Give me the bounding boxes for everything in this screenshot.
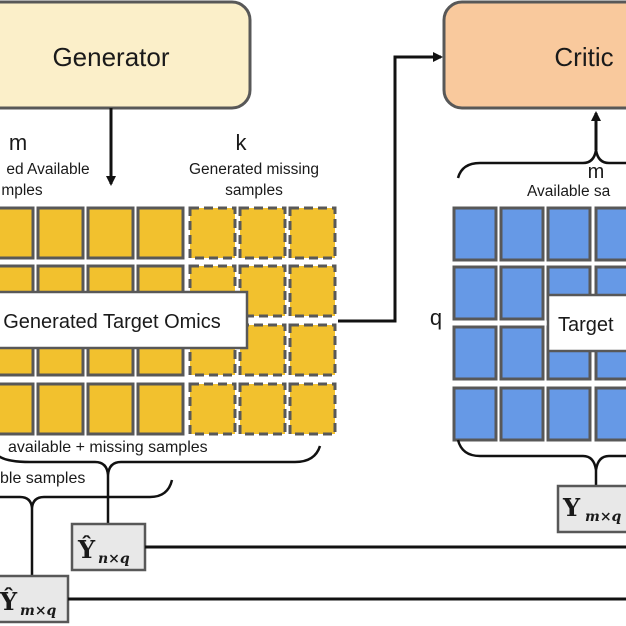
generator-label: Generator bbox=[52, 42, 169, 72]
available-sample-cell bbox=[136, 382, 185, 436]
target-sample-cell bbox=[452, 386, 498, 442]
available-sample-cell bbox=[136, 206, 185, 260]
target-sample-cell bbox=[499, 325, 545, 381]
brace-target-bottom bbox=[456, 439, 626, 471]
target-sample-cell bbox=[452, 325, 498, 381]
target-matrix bbox=[452, 206, 626, 442]
y-hat-mq-base: Ŷ bbox=[0, 587, 18, 616]
target-caption: Available sa bbox=[527, 183, 611, 200]
target-sample-cell bbox=[594, 386, 626, 442]
available-sample-cell bbox=[86, 382, 135, 436]
available-sample-cell bbox=[36, 382, 85, 436]
y-mq-base: Y bbox=[562, 493, 581, 522]
target-sample-cell bbox=[546, 206, 592, 262]
brace-available-label: ble samples bbox=[0, 470, 85, 487]
missing-sample-cell bbox=[188, 206, 237, 260]
missing-caption-1: Generated missing bbox=[189, 161, 319, 178]
missing-sample-cell bbox=[288, 206, 337, 260]
y-mq-box: Y m×q bbox=[556, 484, 626, 534]
y-hat-mq-box: Ŷ m×q bbox=[0, 574, 70, 624]
target-rows-label: q bbox=[430, 305, 442, 330]
y-hat-mq-sub: m×q bbox=[20, 603, 57, 619]
missing-sample-cell bbox=[238, 382, 287, 436]
available-sample-cell bbox=[0, 206, 35, 260]
generator-block: Generator bbox=[0, 0, 252, 110]
brace-all-label: available + missing samples bbox=[8, 439, 208, 456]
missing-sample-cell bbox=[288, 382, 337, 436]
available-caption-2: mples bbox=[1, 182, 43, 199]
critic-label: Critic bbox=[554, 42, 613, 72]
available-sample-cell bbox=[0, 382, 35, 436]
available-sample-cell bbox=[86, 206, 135, 260]
target-sample-cell bbox=[546, 386, 592, 442]
generated-target-omics-box: Generated Target Omics bbox=[0, 290, 249, 350]
y-hat-nq-box: Ŷ n×q bbox=[70, 522, 147, 572]
target-sample-cell bbox=[594, 206, 626, 262]
missing-cols-label: k bbox=[236, 130, 248, 155]
target-omics-label: Target bbox=[558, 314, 614, 336]
missing-sample-cell bbox=[288, 264, 337, 318]
target-omics-box: Target bbox=[546, 293, 626, 353]
y-hat-nq-base: Ŷ bbox=[77, 535, 96, 564]
target-sample-cell bbox=[452, 206, 498, 262]
target-cols-label: m bbox=[588, 161, 605, 183]
brace-target-top bbox=[456, 149, 626, 179]
generated-to-critic-arrow bbox=[338, 52, 443, 323]
target-sample-cell bbox=[499, 386, 545, 442]
generated-target-omics-label: Generated Target Omics bbox=[3, 311, 221, 333]
missing-sample-cell bbox=[288, 323, 337, 377]
missing-caption-2: samples bbox=[225, 182, 283, 199]
available-cols-label: m bbox=[9, 130, 27, 155]
available-sample-cell bbox=[36, 206, 85, 260]
y-mq-sub: m×q bbox=[585, 509, 622, 525]
brace-available-samples bbox=[0, 479, 174, 509]
y-hat-nq-sub: n×q bbox=[98, 551, 130, 567]
critic-block: Critic bbox=[442, 0, 626, 110]
available-caption-1: ed Available bbox=[6, 161, 89, 178]
missing-sample-cell bbox=[238, 206, 287, 260]
target-sample-cell bbox=[499, 206, 545, 262]
missing-sample-cell bbox=[188, 382, 237, 436]
target-sample-cell bbox=[452, 265, 498, 321]
target-sample-cell bbox=[499, 265, 545, 321]
